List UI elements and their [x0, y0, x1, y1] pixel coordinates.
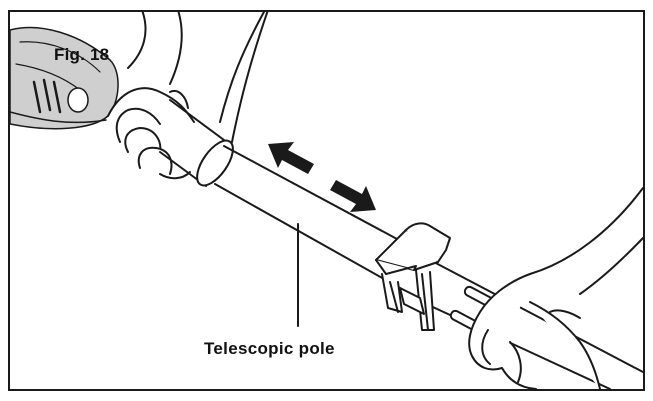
figure-frame: Fig. 18 Telescopic pole	[8, 10, 645, 391]
inner-tube	[214, 145, 643, 389]
right-hand	[468, 273, 601, 389]
outer-tube	[159, 99, 234, 187]
right-arm	[529, 187, 643, 295]
motor-housing	[10, 26, 119, 130]
extend-arrow-left-icon	[268, 142, 314, 174]
figure-label: Fig. 18	[54, 45, 110, 64]
telescopic-pole-illustration	[10, 12, 643, 389]
telescopic-pole-label: Telescopic pole	[204, 339, 335, 358]
clamp-lever	[375, 222, 451, 331]
left-hand	[107, 87, 195, 180]
extend-arrow-right-icon	[330, 180, 376, 212]
left-arm	[127, 12, 269, 143]
